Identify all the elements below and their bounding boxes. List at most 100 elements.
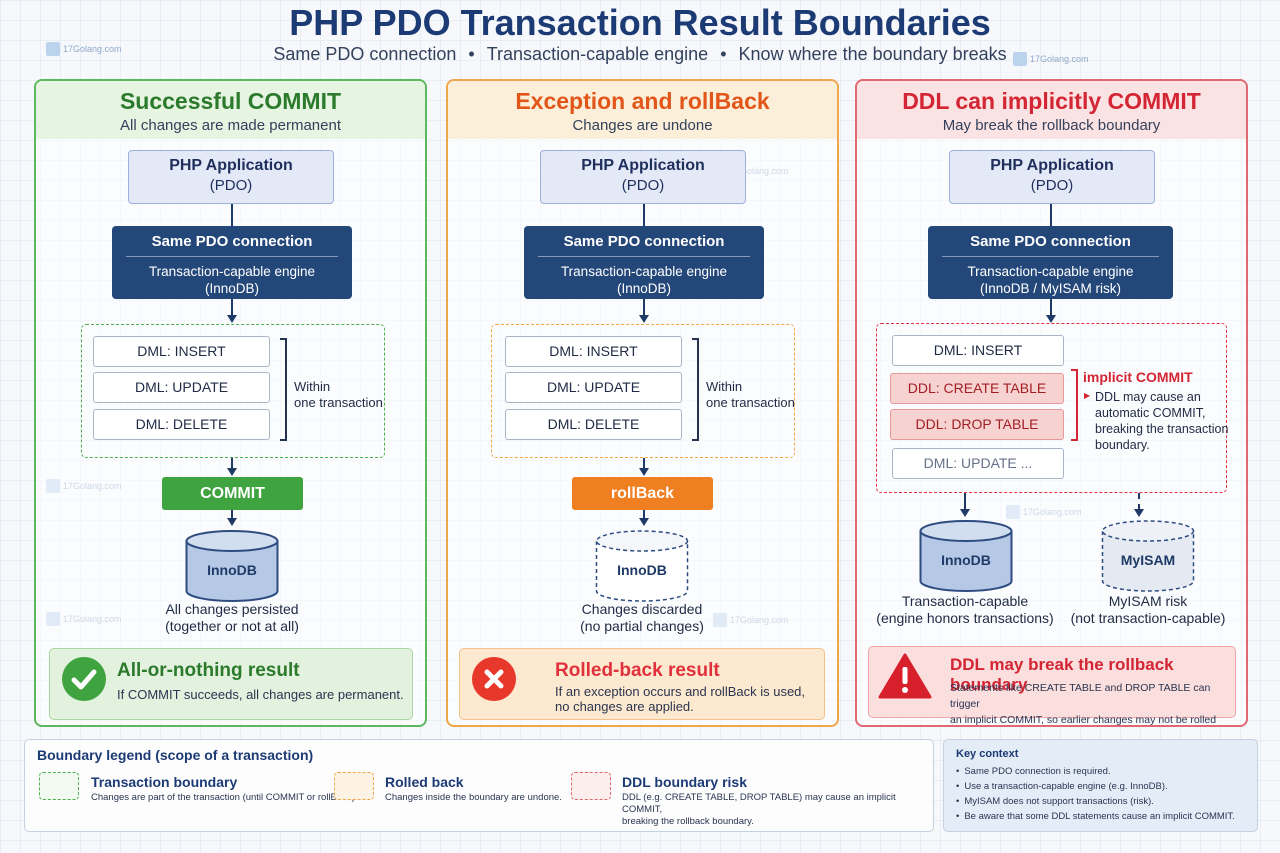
panel-header: Successful COMMIT All changes are made p… [36, 81, 425, 139]
within-transaction-label: Within one transaction [706, 379, 795, 411]
app-label: PHP Application [169, 157, 293, 174]
app-sublabel: (PDO) [1030, 177, 1074, 194]
warning-icon [878, 652, 932, 700]
legend-swatch-rolled-back [334, 772, 374, 800]
explanation-line: automatic COMMIT, [1095, 406, 1206, 420]
arrow-down-icon [1046, 315, 1056, 323]
checkmark-glyph [71, 669, 97, 690]
dml-update: DML: UPDATE [505, 372, 682, 403]
legend-item-name: Transaction boundary [91, 774, 238, 790]
pdo-connection-box: Same PDO connection Transaction-capable … [524, 226, 764, 299]
explanation-line: DDL may cause an [1095, 390, 1201, 404]
legend-title: Boundary legend (scope of a transaction) [37, 747, 314, 763]
result-title: Rolled-back result [555, 660, 720, 681]
page-subtitle: Same PDO connection • Transaction-capable … [0, 44, 1280, 65]
database-label: InnoDB [941, 552, 991, 568]
php-application-box: PHP Application (PDO) [949, 150, 1155, 204]
checkmark-icon [62, 657, 106, 701]
dml-insert: DML: INSERT [93, 336, 270, 367]
caption-line: Changes discarded [581, 601, 703, 617]
panel-subtitle: May break the rollback boundary [942, 117, 1161, 134]
key-context-item: Use a transaction-capable engine (e.g. I… [956, 779, 1235, 794]
dashed-connector-line [1138, 493, 1140, 510]
panel-exception-rollback: Exception and rollBack Changes are undon… [446, 79, 839, 727]
watermark-text: 17Golang.com [63, 44, 122, 54]
subtitle-part: Same PDO connection [273, 44, 457, 64]
panel-successful-commit: Successful COMMIT All changes are made p… [34, 79, 427, 727]
connector-line [231, 510, 233, 519]
result-line: If COMMIT succeeds, all changes are perm… [117, 687, 404, 702]
php-application-box: PHP Application (PDO) [540, 150, 746, 204]
watermark-text: 17Golang.com [1030, 54, 1089, 64]
divider [126, 256, 338, 257]
rolled-back-boundary [491, 324, 795, 458]
pdo-connection-box: Same PDO connection Transaction-capable … [928, 226, 1173, 299]
divider [942, 256, 1159, 257]
legend-desc-line: DDL (e.g. CREATE TABLE, DROP TABLE) may … [622, 792, 896, 815]
key-context-list: Same PDO connection is required. Use a t… [956, 764, 1235, 824]
explanation-line: breaking the transaction [1095, 422, 1229, 436]
app-sublabel: (PDO) [621, 177, 665, 194]
caption-line: All changes persisted [165, 601, 299, 617]
implicit-commit-explanation: DDL may cause an automatic COMMIT, break… [1095, 389, 1228, 453]
result-text: If COMMIT succeeds, all changes are perm… [117, 687, 404, 702]
engine-name: (InnoDB / MyISAM risk) [979, 281, 1122, 296]
connector-line [231, 458, 233, 469]
ddl-create-table: DDL: CREATE TABLE [890, 373, 1064, 404]
rolled-back-result: Rolled-back result If an exception occur… [459, 648, 825, 720]
watermark-logo-icon [46, 42, 60, 56]
watermark: 17Golang.com [46, 42, 122, 56]
ddl-drop-table: DDL: DROP TABLE [890, 409, 1064, 440]
cylinder-shape [1101, 520, 1195, 592]
arrow-down-icon [960, 509, 970, 517]
caption-line: MyISAM risk [1108, 593, 1188, 609]
subtitle-part: Transaction-capable engine [486, 44, 709, 64]
connector-line [643, 510, 645, 519]
caption-line: (no partial changes) [580, 618, 704, 634]
caption-line: (together or not at all) [165, 618, 299, 634]
result-title: DDL may break the rollback boundary [950, 655, 1174, 694]
legend-desc-line: Changes are part of the transaction (unt… [91, 792, 358, 803]
dml-insert: DML: INSERT [505, 336, 682, 367]
legend-item-desc: Changes are part of the transaction (unt… [91, 792, 357, 804]
key-context-title: Key context [956, 748, 1019, 760]
innodb-database-icon: InnoDB [919, 519, 1013, 593]
result-line: If an exception occurs and rollBack is u… [555, 684, 806, 699]
connector-line [964, 493, 966, 510]
connector-line [643, 299, 645, 316]
explanation-line: boundary. [1095, 438, 1150, 452]
x-glyph [484, 669, 504, 689]
php-application-box: PHP Application (PDO) [128, 150, 334, 204]
cylinder-shape [919, 520, 1013, 592]
app-label: PHP Application [581, 157, 705, 174]
connection-label: Same PDO connection [970, 233, 1131, 250]
result-line: an implicit COMMIT, so earlier changes m… [950, 714, 1217, 726]
within-line: one transaction [706, 395, 795, 410]
database-label: InnoDB [207, 562, 257, 578]
panel-header: DDL can implicitly COMMIT May break the … [857, 81, 1246, 139]
legend-item-name: Rolled back [385, 774, 464, 790]
error-x-icon [472, 657, 516, 701]
connector-line [1050, 204, 1052, 226]
legend-swatch-ddl-risk [571, 772, 611, 800]
dml-update: DML: UPDATE ... [892, 448, 1064, 479]
innodb-database-icon: InnoDB [185, 529, 279, 603]
database-label: MyISAM [1120, 552, 1176, 568]
bracket [280, 338, 287, 441]
subtitle-separator: • [720, 44, 727, 64]
database-label: InnoDB [617, 562, 667, 578]
connector-line [1050, 299, 1052, 316]
arrow-down-icon [639, 518, 649, 526]
connection-label: Same PDO connection [151, 233, 313, 250]
result-text: If an exception occurs and rollBack is u… [555, 684, 805, 714]
within-line: one transaction [294, 395, 383, 410]
warning-glyph [878, 653, 932, 699]
engine-label: Transaction-capable engine [148, 264, 316, 279]
app-label: PHP Application [990, 157, 1114, 174]
result-text: Statements like CREATE TABLE and DROP TA… [950, 680, 1235, 726]
panel-header: Exception and rollBack Changes are undon… [448, 81, 837, 139]
engine-label: Transaction-capable engine [560, 264, 728, 279]
connector-line [643, 204, 645, 226]
legend-item-name: DDL boundary risk [622, 774, 747, 790]
connector-line [231, 204, 233, 226]
